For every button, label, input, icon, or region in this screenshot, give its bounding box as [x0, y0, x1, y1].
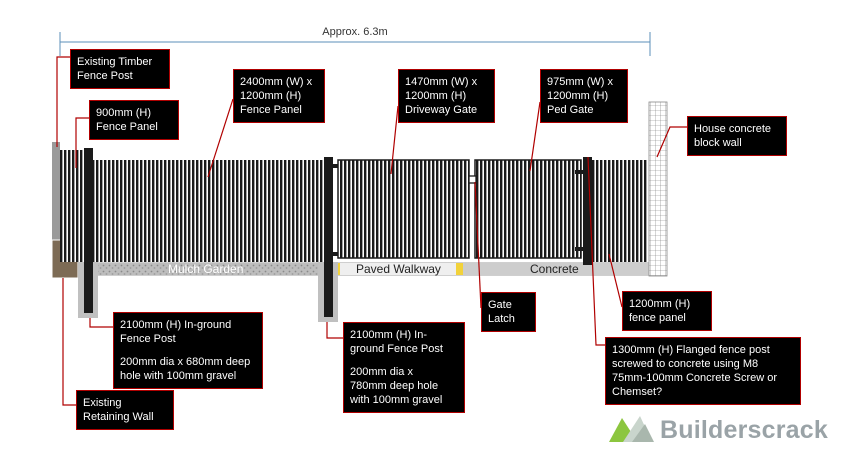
- callout-ped-gate: 975mm (W) x 1200mm (H) Ped Gate: [540, 69, 628, 123]
- fence-panel-900: [60, 150, 84, 262]
- post-mid: [318, 157, 338, 322]
- post-left: [78, 148, 98, 318]
- callout-line: 900mm (H): [96, 107, 152, 119]
- callout-line: House concrete: [694, 123, 772, 135]
- callout-line: Fence Panel: [96, 121, 158, 133]
- driveway-gate: [337, 159, 470, 259]
- dimension-line: [59, 32, 651, 56]
- callout-line: ground Fence Post: [350, 343, 443, 355]
- callout-line: 1200mm (H): [405, 90, 467, 102]
- callout-line: fence panel: [629, 312, 686, 324]
- callout-line: 1470mm (W) x: [405, 76, 478, 88]
- brand-name: Builderscrack: [660, 416, 828, 444]
- callout-panel-2400: 2400mm (W) x 1200mm (H) Fence Panel: [233, 69, 325, 123]
- callout-line: Fence Post: [77, 70, 133, 82]
- callout-post-left: 2100mm (H) In-ground Fence Post 200mm di…: [113, 312, 263, 389]
- callout-gate-latch: Gate Latch: [481, 292, 536, 332]
- callout-fence-1200: 1200mm (H) fence panel: [622, 291, 712, 331]
- paved-walkway-label: Paved Walkway: [356, 262, 441, 276]
- callout-line: 2100mm (H) In-ground: [120, 319, 232, 331]
- callout-line: Ped Gate: [547, 104, 594, 116]
- callout-line: Latch: [488, 313, 515, 325]
- flanged-post: [575, 157, 592, 265]
- mulch-garden-label: Mulch Garden: [168, 262, 244, 276]
- gate-latch-mark: [468, 175, 477, 184]
- concrete-label: Concrete: [530, 262, 579, 276]
- callout-line: 2400mm (W) x: [240, 76, 313, 88]
- callout-line: Chemset?: [612, 386, 663, 398]
- leader-lines: [56, 56, 687, 406]
- callout-fence-900: 900mm (H) Fence Panel: [89, 100, 179, 140]
- callout-line: 200mm dia x: [350, 366, 413, 378]
- callout-driveway-gate: 1470mm (W) x 1200mm (H) Driveway Gate: [398, 69, 495, 123]
- concrete-area: [463, 263, 650, 275]
- paved-walkway-area: [335, 263, 460, 275]
- timber-fence-post: [52, 142, 60, 272]
- callout-line: 200mm dia x 680mm deep: [120, 356, 251, 368]
- callout-line: Existing Timber: [77, 56, 153, 68]
- fence-panel-1200: [592, 160, 648, 262]
- callout-line: 2100mm (H) In-: [350, 329, 428, 341]
- callout-line: Existing: [83, 397, 122, 409]
- callout-line: Fence Panel: [240, 104, 302, 116]
- callout-line: Gate: [488, 299, 512, 311]
- mulch-garden-area: [92, 263, 326, 275]
- callout-block-wall: House concrete block wall: [687, 116, 787, 156]
- callout-line: 75mm-100mm Concrete Screw or: [612, 372, 778, 384]
- callout-line: 1300mm (H) Flanged fence post: [612, 344, 770, 356]
- dimension-label: Approx. 6.3m: [322, 26, 388, 38]
- builderscrack-logo-icon: [609, 416, 654, 442]
- ground-strip: [52, 262, 650, 276]
- callout-retaining-wall: Existing Retaining Wall: [76, 390, 174, 430]
- callout-line: Retaining Wall: [83, 411, 154, 423]
- callout-line: hole with 100mm gravel: [120, 370, 237, 382]
- ped-gate: [474, 159, 582, 259]
- callout-spacer: [120, 346, 256, 355]
- callout-line: block wall: [694, 137, 742, 149]
- callout-line: 780mm deep hole: [350, 380, 439, 392]
- callout-line: 1200mm (H): [547, 90, 609, 102]
- callout-line: Driveway Gate: [405, 104, 478, 116]
- callout-line: 1200mm (H): [240, 90, 302, 102]
- callout-line: 975mm (W) x: [547, 76, 613, 88]
- callout-post-mid: 2100mm (H) In- ground Fence Post 200mm d…: [343, 322, 465, 413]
- callout-flanged-post: 1300mm (H) Flanged fence post screwed to…: [605, 337, 801, 405]
- block-wall: [648, 101, 668, 277]
- builderscrack-watermark: Builderscrack: [606, 415, 846, 447]
- callout-timber-post: Existing Timber Fence Post: [70, 49, 170, 89]
- callout-line: Fence Post: [120, 333, 176, 345]
- callout-line: screwed to concrete using M8: [612, 358, 759, 370]
- callout-line: 1200mm (H): [629, 298, 691, 310]
- callout-spacer: [350, 356, 458, 365]
- callout-line: with 100mm gravel: [350, 394, 443, 406]
